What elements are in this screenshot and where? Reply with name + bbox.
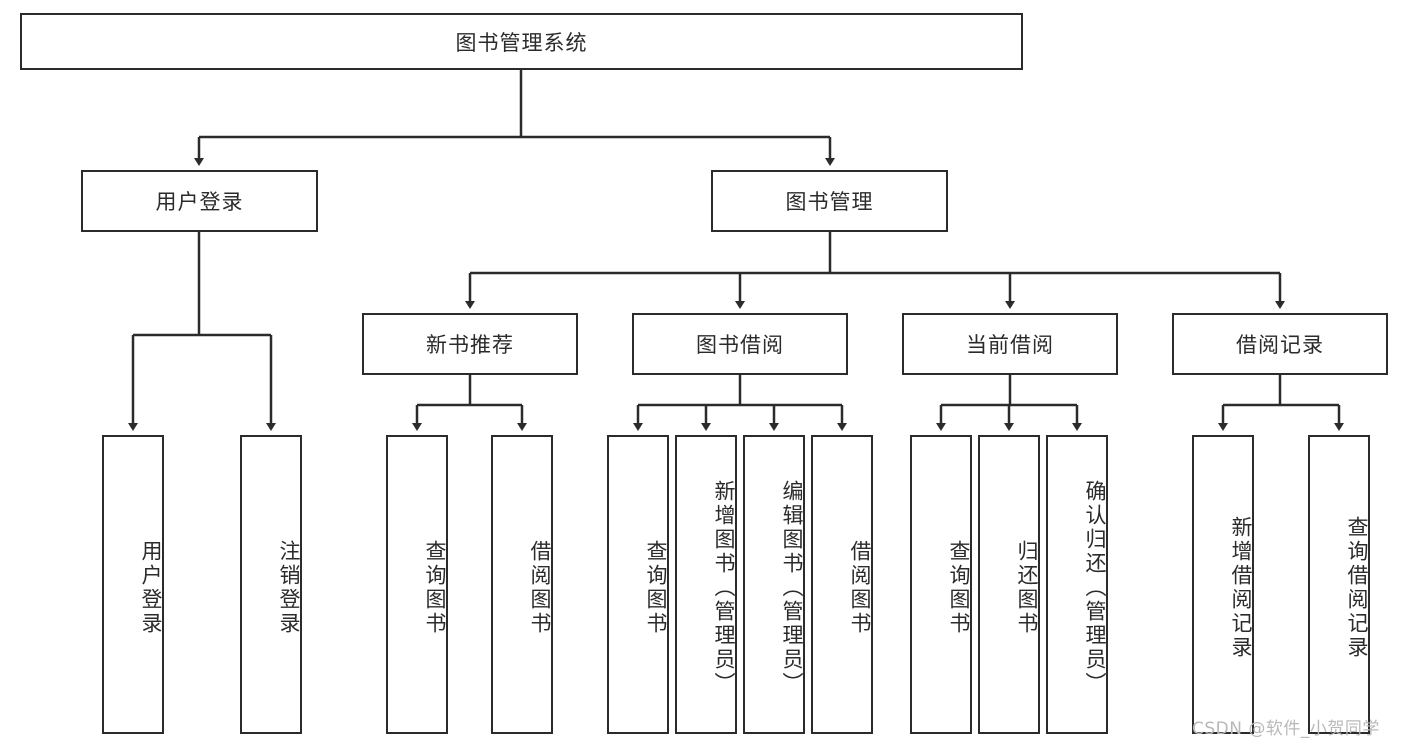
node-book-management[interactable]: 图书管理 (711, 170, 948, 232)
node-new-book-recommend[interactable]: 新书推荐 (362, 313, 578, 375)
node-label: 图书管理 (785, 190, 874, 214)
node-book-management-system[interactable]: 图书管理系统 (20, 13, 1023, 70)
node-label: 归还图书 (1015, 539, 1039, 636)
node-label: 借阅图书 (528, 539, 552, 636)
leaf-return-book[interactable]: 归还图书 (978, 435, 1040, 734)
leaf-query-book-new-recommend[interactable]: 查询图书 (386, 435, 448, 734)
node-label: 新书推荐 (426, 333, 514, 357)
node-label: 图书借阅 (696, 333, 784, 357)
node-label: 查询图书 (423, 539, 447, 636)
leaf-borrow-book-new-recommend[interactable]: 借阅图书 (491, 435, 553, 734)
leaf-edit-book[interactable]: 编辑图书（管理员） (743, 435, 805, 734)
node-book-borrow[interactable]: 图书借阅 (632, 313, 848, 375)
csdn-watermark: CSDN @软件_小贺同学 (1192, 719, 1380, 739)
leaf-confirm-return[interactable]: 确认归还（管理员） (1046, 435, 1108, 734)
node-label: 当前借阅 (966, 333, 1054, 357)
leaf-borrow-book[interactable]: 借阅图书 (811, 435, 873, 734)
node-label: 用户登录 (155, 190, 244, 214)
leaf-query-book-current[interactable]: 查询图书 (910, 435, 972, 734)
node-label: 查询图书 (644, 539, 668, 636)
node-user-login[interactable]: 用户登录 (81, 170, 318, 232)
node-current-borrow[interactable]: 当前借阅 (902, 313, 1118, 375)
node-label: 新增图书（管理员） (712, 479, 736, 696)
node-label: 图书管理系统 (455, 30, 588, 55)
node-label: 确认归还（管理员） (1083, 479, 1107, 696)
node-label: 用户登录 (139, 539, 163, 636)
leaf-query-book-borrow[interactable]: 查询图书 (607, 435, 669, 734)
leaf-add-book[interactable]: 新增图书（管理员） (675, 435, 737, 734)
node-label: 注销登录 (277, 539, 301, 636)
leaf-add-borrow-record[interactable]: 新增借阅记录 (1192, 435, 1254, 734)
node-label: 查询借阅记录 (1345, 515, 1369, 660)
leaf-user-login[interactable]: 用户登录 (102, 435, 164, 734)
node-borrow-record[interactable]: 借阅记录 (1172, 313, 1388, 375)
node-label: 查询图书 (947, 539, 971, 636)
node-label: 编辑图书（管理员） (780, 479, 804, 696)
node-label: 新增借阅记录 (1229, 515, 1253, 660)
node-label: 借阅记录 (1236, 333, 1324, 357)
leaf-logout-login[interactable]: 注销登录 (240, 435, 302, 734)
leaf-query-borrow-record[interactable]: 查询借阅记录 (1308, 435, 1370, 734)
node-label: 借阅图书 (848, 539, 872, 636)
